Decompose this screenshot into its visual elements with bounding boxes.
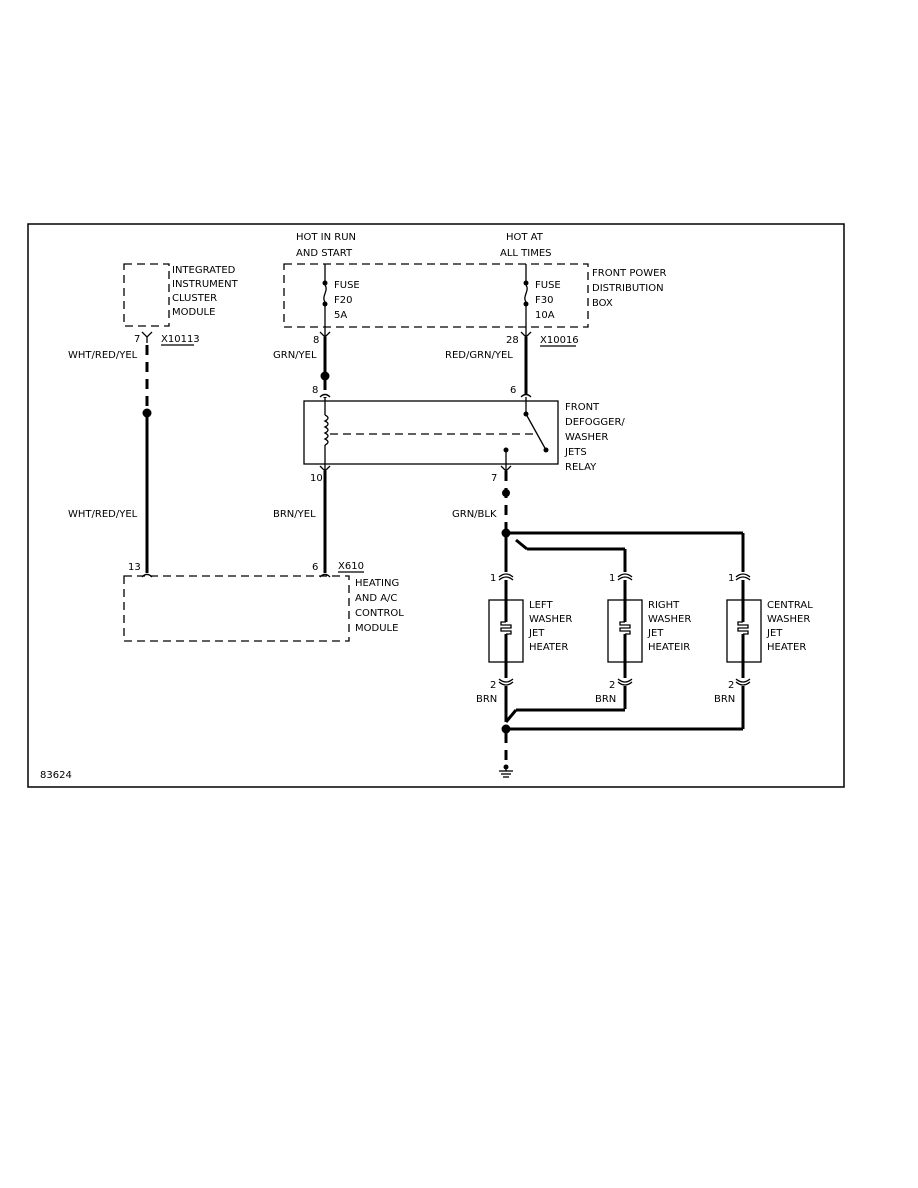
- power-hot-all-1: HOT AT: [506, 232, 544, 243]
- pin-left-2: 2: [490, 680, 496, 691]
- iic-label-2: INSTRUMENT: [172, 279, 239, 290]
- wire-label-red-grn-yel: RED/GRN/YEL: [445, 350, 513, 361]
- splice-ground: [501, 724, 511, 734]
- wire-label-brn-right: BRN: [595, 694, 616, 705]
- heater-central-label-2: WASHER: [767, 614, 810, 625]
- hvac-label-3: CONTROL: [355, 608, 404, 619]
- pin-left-1: 1: [490, 573, 496, 584]
- wire-label-brn-yel: BRN/YEL: [273, 509, 316, 520]
- pin-hvac-6: 6: [312, 562, 318, 573]
- fuse-f30-icon: [524, 284, 528, 303]
- heater-right-label-4: HEATEIR: [648, 642, 690, 653]
- fuse-f20-label-3: 5A: [334, 310, 347, 321]
- power-hot-run-1: HOT IN RUN: [296, 232, 356, 243]
- heater-right-label-3: JET: [647, 628, 664, 639]
- pin-central-2: 2: [728, 680, 734, 691]
- ground-icon: [499, 764, 513, 778]
- heater-right-icon: [619, 621, 631, 635]
- fpdb-box: [283, 263, 589, 328]
- relay-label-1: FRONT: [565, 402, 600, 413]
- fuse-f30-label-2: F30: [535, 295, 553, 306]
- connector-f30-28: [520, 327, 532, 338]
- iic-label-3: CLUSTER: [172, 293, 217, 304]
- heater-left-label-2: WASHER: [529, 614, 572, 625]
- fpdb-label-3: BOX: [592, 298, 613, 309]
- relay-label-5: RELAY: [565, 462, 597, 473]
- pin-relay-7: 7: [491, 473, 497, 484]
- wire-label-wht-red-yel-1: WHT/RED/YEL: [68, 350, 138, 361]
- pin-relay-8: 8: [312, 385, 318, 396]
- wire-label-grn-blk: GRN/BLK: [452, 509, 497, 520]
- hvac-module-box: [123, 575, 350, 642]
- heater-central-label-1: CENTRAL: [767, 600, 813, 611]
- pin-relay-6: 6: [510, 385, 516, 396]
- pin-f20-8: 8: [313, 335, 319, 346]
- pin-right-2: 2: [609, 680, 615, 691]
- fuse-f20-label-1: FUSE: [334, 280, 360, 291]
- iic-module-box: [123, 263, 170, 327]
- wire-label-grn-yel: GRN/YEL: [273, 350, 317, 361]
- heater-right-label-2: WASHER: [648, 614, 691, 625]
- heater-central-label-4: HEATER: [767, 642, 806, 653]
- iic-label-1: INTEGRATED: [172, 265, 236, 276]
- pin-relay-10: 10: [310, 473, 323, 484]
- heater-right-label-1: RIGHT: [648, 600, 680, 611]
- connector-iic-7: [141, 331, 153, 343]
- fuse-f30-label-1: FUSE: [535, 280, 561, 291]
- pin-right-1: 1: [609, 573, 615, 584]
- connector-x610: X610: [338, 561, 364, 572]
- wire-label-brn-central: BRN: [714, 694, 735, 705]
- relay-label-4: JETS: [564, 447, 587, 458]
- wire-label-wht-red-yel-2: WHT/RED/YEL: [68, 509, 138, 520]
- hvac-label-2: AND A/C: [355, 593, 397, 604]
- fuse-f30-label-3: 10A: [535, 310, 555, 321]
- relay-label-2: DEFOGGER/: [565, 417, 625, 428]
- hvac-label-1: HEATING: [355, 578, 399, 589]
- relay-label-3: WASHER: [565, 432, 608, 443]
- connector-f20-8: [319, 327, 331, 338]
- pin-hvac-13: 13: [128, 562, 141, 573]
- heater-left-icon: [500, 621, 512, 635]
- power-hot-run-2: AND START: [296, 248, 353, 259]
- power-hot-all-2: ALL TIMES: [500, 248, 552, 259]
- connector-x10016: X10016: [540, 335, 579, 346]
- heater-left-label-4: HEATER: [529, 642, 568, 653]
- pin-central-1: 1: [728, 573, 734, 584]
- relay-box: [303, 400, 559, 465]
- heater-central-label-3: JET: [766, 628, 783, 639]
- fpdb-label-2: DISTRIBUTION: [592, 283, 664, 294]
- wire-label-brn-left: BRN: [476, 694, 497, 705]
- splice-grn-yel: [320, 371, 330, 381]
- pin-f30-28: 28: [506, 335, 519, 346]
- pin-iic-7: 7: [134, 334, 140, 345]
- relay-coil-icon: [323, 414, 329, 446]
- hvac-label-4: MODULE: [355, 623, 398, 634]
- fpdb-label-1: FRONT POWER: [592, 268, 666, 279]
- fuse-f20-icon: [323, 284, 327, 303]
- iic-label-4: MODULE: [172, 307, 215, 318]
- diagram-frame: [27, 223, 845, 788]
- figure-id: 83624: [40, 770, 72, 781]
- heater-left-label-1: LEFT: [529, 600, 553, 611]
- heater-central-icon: [737, 621, 749, 635]
- heater-left-label-3: JET: [528, 628, 545, 639]
- fuse-f20-label-2: F20: [334, 295, 352, 306]
- connector-x10113: X10113: [161, 334, 200, 345]
- relay-switch-icon: [525, 413, 547, 451]
